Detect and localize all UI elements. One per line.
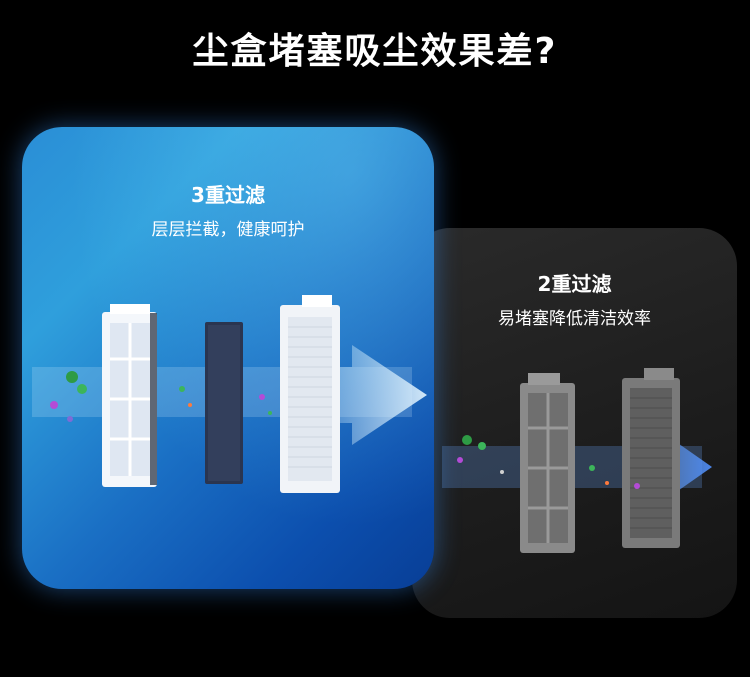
two-stage-subtitle: 易堵塞降低清洁效率	[498, 309, 651, 329]
three-stage-filter-illustration	[32, 295, 427, 493]
two-stage-filter-panel: 2重过滤 易堵塞降低清洁效率	[412, 228, 737, 618]
dust-particles	[457, 435, 640, 489]
dust-particles	[50, 371, 272, 422]
hepa-filter-white	[280, 295, 340, 493]
three-stage-filter-panel: 3重过滤 层层拦截，健康呵护	[22, 127, 434, 589]
two-stage-filter-illustration	[442, 368, 712, 553]
three-stage-title: 3重过滤	[191, 183, 265, 207]
two-stage-title: 2重过滤	[537, 272, 612, 296]
three-stage-subtitle: 层层拦截，健康呵护	[151, 220, 305, 240]
frame-filter-grey	[520, 373, 575, 553]
hepa-filter-grey	[622, 368, 680, 548]
felt-sponge-filter	[205, 322, 243, 484]
page-headline: 尘盒堵塞吸尘效果差?	[192, 31, 558, 72]
frame-filter-white	[102, 304, 157, 487]
